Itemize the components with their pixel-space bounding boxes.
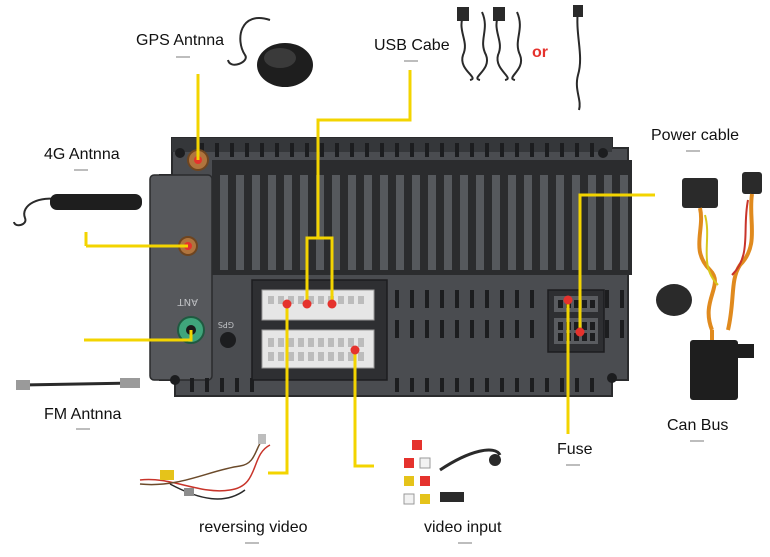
- av-connector-block: [251, 279, 388, 381]
- fm-leader-line: [84, 330, 193, 342]
- power-cable-underline: [686, 150, 700, 152]
- usb-cable-label: USB Cabe: [374, 37, 450, 54]
- video-input-cable-illustration: [403, 440, 502, 505]
- gps-antenna-label: GPS Antnna: [136, 32, 225, 49]
- screw-hole: [598, 148, 608, 158]
- screw-hole: [607, 373, 617, 383]
- fuse-label: Fuse: [557, 441, 593, 458]
- screw-hole: [175, 148, 185, 158]
- usb-leader-line: [305, 70, 412, 300]
- fuse-marker-dot: [563, 295, 573, 305]
- lte-antenna-underline: [74, 169, 88, 171]
- fm-antenna-label: FM Antnna: [44, 406, 122, 423]
- can-bus-underline: [690, 440, 704, 442]
- fm-antenna-illustration: [16, 378, 140, 390]
- screw-hole: [170, 375, 180, 385]
- reversing-video-underline: [245, 542, 259, 544]
- video-marker-dot: [350, 345, 360, 355]
- fm-antenna-underline: [76, 428, 90, 430]
- screw-hole: [220, 332, 236, 348]
- lte-antenna-illustration: [13, 194, 142, 227]
- head-unit: ANT GPS: [149, 137, 632, 397]
- gps-marking: GPS: [218, 320, 234, 329]
- usb-marker-dot: [327, 299, 337, 309]
- marker-dots: [282, 295, 585, 355]
- fuse-underline: [566, 464, 580, 466]
- power-cable-illustration: [656, 172, 762, 331]
- gps-antenna-illustration: [227, 17, 313, 87]
- or-separator-label: or: [532, 44, 548, 61]
- power-connector-block: [547, 289, 605, 353]
- usb-cables-illustration: [457, 5, 583, 111]
- lte-antenna-label: 4G Antnna: [44, 146, 120, 163]
- gps-antenna-underline: [176, 56, 190, 58]
- reversing-leader-line: [268, 304, 289, 475]
- power-marker-dot: [575, 327, 585, 337]
- can-bus-illustration: [690, 330, 754, 400]
- ant-marking: ANT: [177, 296, 198, 307]
- usb-marker-dot: [302, 299, 312, 309]
- reversing-video-cable-illustration: [139, 434, 271, 500]
- video-input-underline: [458, 542, 472, 544]
- reversing-video-label: reversing video: [199, 519, 308, 536]
- middle-vent-slots: [395, 290, 624, 338]
- video-input-label: video input: [424, 519, 502, 536]
- heat-sink-fins: [220, 175, 628, 270]
- leader-lines: [84, 70, 655, 475]
- usb-leader-branch: [318, 236, 334, 300]
- power-cable-label: Power cable: [651, 127, 740, 144]
- power-leader-line: [578, 193, 655, 332]
- bottom-vent-slots: [190, 378, 594, 392]
- can-bus-label: Can Bus: [667, 417, 729, 434]
- usb-cable-underline: [404, 60, 418, 62]
- video-input-leader-line: [353, 350, 374, 468]
- reversing-marker-dot: [282, 299, 292, 309]
